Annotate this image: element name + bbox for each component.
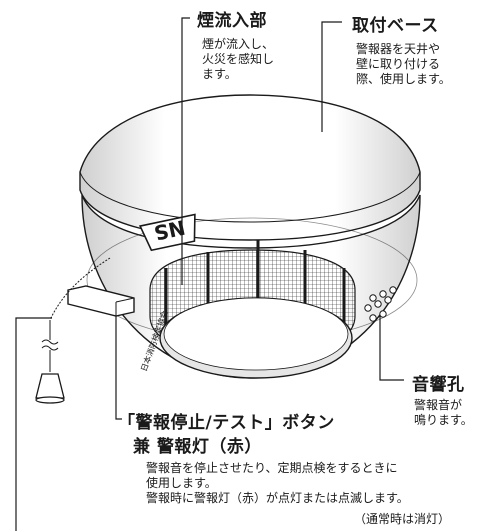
mount-base-desc-line: 警報器を天井や: [356, 42, 441, 56]
sound-holes: [364, 286, 397, 322]
stop-test-note: （通常時は消灯）: [354, 512, 451, 526]
smoke-inlet-description: 煙が流入し、 火災を感知し ます。: [202, 37, 274, 82]
stop-test-subtitle: 兼 警報灯（赤）: [133, 437, 262, 457]
sound-hole-description: 警報音が 鳴ります。: [414, 398, 473, 428]
sound-hole-desc-line: 警報音が: [414, 398, 463, 412]
mount-base-desc-line: 際、使用します。: [356, 72, 451, 86]
stop-test-button: [67, 285, 135, 317]
smoke-inlet-title: 煙流入部: [197, 11, 267, 31]
stop-test-title: 「警報停止/テスト」ボタン: [118, 413, 335, 433]
stop-test-desc-line: 警報時に警報灯（赤）が点灯または点滅します。: [146, 491, 409, 505]
stop-test-desc-line: 警報音を停止させたり、定期点検をするときに: [146, 461, 398, 475]
mount-base-description: 警報器を天井や 壁に取り付ける 際、使用します。: [356, 42, 451, 87]
stop-test-description: 警報音を停止させたり、定期点検をするときに 使用します。 警報時に警報灯（赤）が…: [146, 461, 409, 506]
bottom-cap: [159, 297, 353, 379]
sound-hole-desc-line: 鳴ります。: [414, 413, 473, 427]
sound-hole-title: 音響孔: [412, 375, 465, 395]
stop-test-desc-line: 使用します。: [146, 476, 217, 490]
mount-base-desc-line: 壁に取り付ける: [356, 57, 441, 71]
smoke-inlet-desc-line: ます。: [202, 67, 237, 81]
mount-base-title: 取付ベース: [352, 16, 439, 36]
smoke-inlet-desc-line: 煙が流入し、: [202, 37, 275, 51]
smoke-inlet-desc-line: 火災を感知し: [202, 52, 275, 66]
pull-cord: [35, 257, 111, 404]
leader-lines: [15, 17, 404, 531]
